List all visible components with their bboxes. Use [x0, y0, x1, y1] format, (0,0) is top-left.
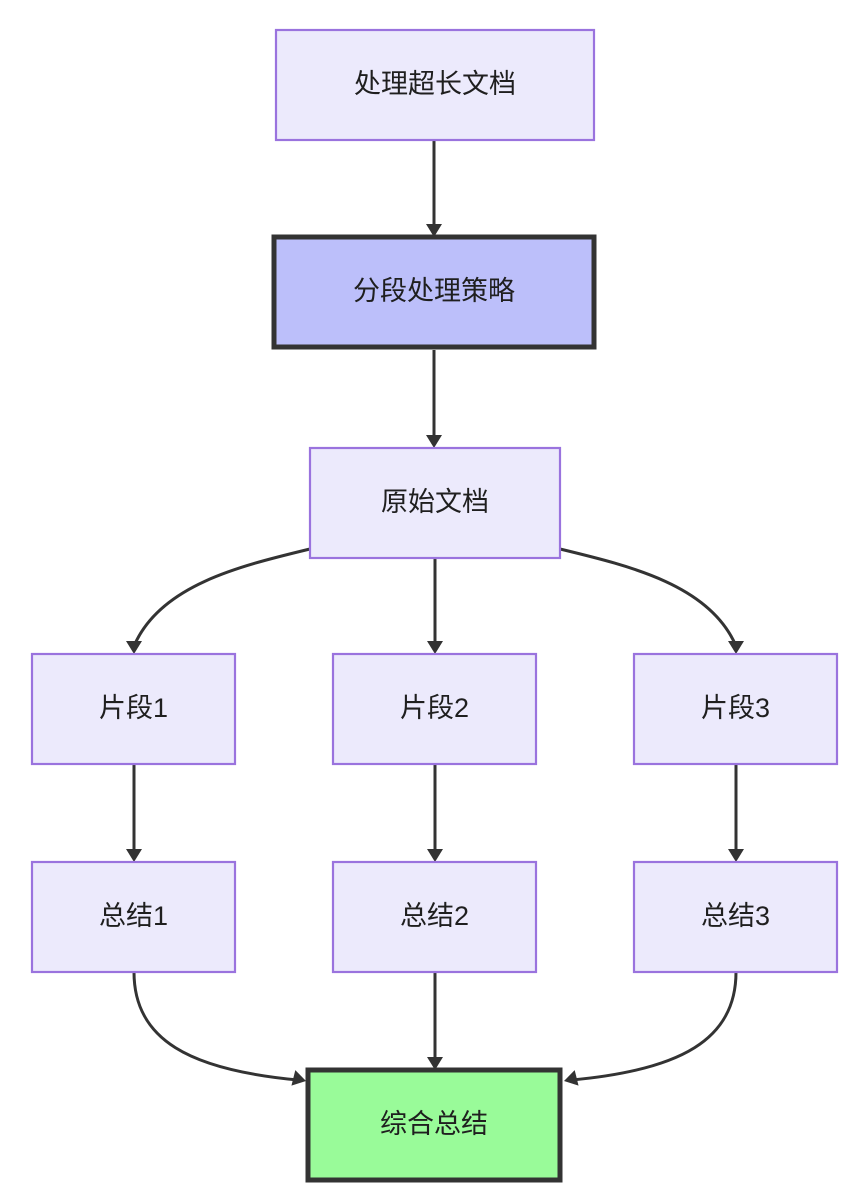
node-label-n2: 分段处理策略 [353, 276, 515, 306]
node-box-n10[interactable] [305, 1067, 563, 1183]
edge-n7-to-n10 [132, 971, 299, 1082]
arrowhead-icon [126, 641, 142, 654]
node-box-n4[interactable] [30, 652, 237, 766]
node-label-n1: 处理超长文档 [354, 69, 516, 99]
node-box-n3[interactable] [308, 446, 562, 560]
arrowhead-icon [427, 1057, 443, 1070]
node-box-n9[interactable] [632, 860, 839, 974]
arrowhead-icon [728, 849, 744, 862]
edges-layer [132, 140, 738, 1082]
node-label-n5: 片段2 [400, 693, 469, 723]
edge-n3-to-n6 [559, 547, 738, 647]
node-label-n4: 片段1 [99, 693, 168, 723]
node-n7[interactable]: 总结1 [30, 860, 237, 974]
node-box-n5[interactable] [331, 652, 538, 766]
node-n6[interactable]: 片段3 [632, 652, 839, 766]
node-n3[interactable]: 原始文档 [308, 446, 562, 560]
node-n10[interactable]: 综合总结 [305, 1067, 563, 1183]
arrowhead-icon [426, 435, 442, 448]
arrowhead-icon [564, 1070, 579, 1086]
node-box-n1[interactable] [274, 28, 596, 142]
node-box-n6[interactable] [632, 652, 839, 766]
node-label-n3: 原始文档 [381, 487, 489, 517]
arrowhead-icon [728, 641, 744, 654]
arrowhead-icon [427, 641, 443, 654]
arrowheads-layer [126, 224, 744, 1086]
edge-n3-to-n4 [132, 547, 311, 647]
node-label-n6: 片段3 [701, 693, 770, 723]
arrowhead-icon [426, 224, 442, 237]
node-n9[interactable]: 总结3 [632, 860, 839, 974]
node-label-n10: 综合总结 [380, 1109, 488, 1139]
arrowhead-icon [291, 1070, 306, 1086]
edge-n9-to-n10 [571, 971, 738, 1082]
arrowhead-icon [126, 849, 142, 862]
arrowhead-icon [427, 849, 443, 862]
node-n4[interactable]: 片段1 [30, 652, 237, 766]
node-box-n8[interactable] [331, 860, 538, 974]
node-n8[interactable]: 总结2 [331, 860, 538, 974]
node-n2[interactable]: 分段处理策略 [271, 234, 597, 350]
node-box-n7[interactable] [30, 860, 237, 974]
node-n5[interactable]: 片段2 [331, 652, 538, 766]
node-n1[interactable]: 处理超长文档 [274, 28, 596, 142]
node-box-n2[interactable] [271, 234, 597, 350]
node-label-n9: 总结3 [701, 901, 770, 931]
node-label-n7: 总结1 [99, 901, 168, 931]
node-label-n8: 总结2 [400, 901, 469, 931]
